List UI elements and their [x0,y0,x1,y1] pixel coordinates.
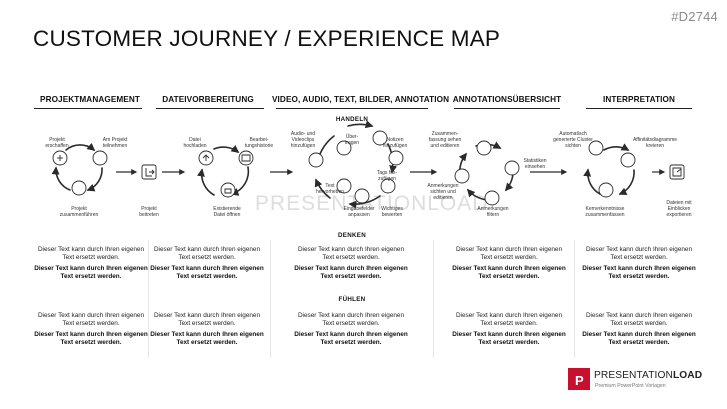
phase-projektmanagement: PROJEKTMANAGEMENT [40,95,140,104]
fuehlen-text-bold: Dieser Text kann durch Ihren eigenen Tex… [294,331,408,347]
denken-text: Dieser Text kann durch Ihren eigenen Tex… [297,246,405,262]
phase-rule [586,108,692,109]
row-label-handeln: HANDELN [335,116,369,123]
phase-interpretation: INTERPRETATION [602,95,676,104]
star-icon [380,178,396,194]
brand-logo-glyph: P [575,373,584,388]
fuehlen-text: Dieser Text kann durch Ihren eigenen Tex… [455,312,563,328]
cycle-arrow [583,168,601,195]
fuehlen-text: Dieser Text kann durch Ihren eigenen Tex… [37,312,145,328]
denken-text-bold: Dieser Text kann durch Ihren eigenen Tex… [452,265,566,281]
caption-wichtiges-bewerten: Wichtiges bewerten [381,206,403,218]
edit-icon [454,168,470,184]
denken-text-bold: Dieser Text kann durch Ihren eigenen Tex… [150,265,264,281]
chart-icon [504,160,520,176]
cycle-arrow [603,143,630,151]
phase-annotationsuebersicht: ANNOTATIONSÜBERSICHT [452,95,562,104]
denken-text-bold: Dieser Text kann durch Ihren eigenen Tex… [294,265,408,281]
fuehlen-text-bold: Dieser Text kann durch Ihren eigenen Tex… [150,331,264,347]
merge-icon [71,180,87,196]
caption-notizen-hinzufuegen: Notizen hinzufügen [382,137,408,149]
users-icon [92,150,108,166]
cycle-arrow [65,142,96,152]
row-label-fuehlen: FÜHLEN [338,296,366,303]
phase-rule [156,108,264,109]
caption-uebertragen: Über- tragen [344,134,360,146]
row-label-denken: DENKEN [338,232,366,239]
book-icon [238,150,254,166]
cycle-arrow [51,166,71,191]
caption-anmerkungen-filtern: Anmerkungen filtern [477,206,509,218]
summary-icon [476,140,492,156]
denken-text-bold: Dieser Text kann durch Ihren eigenen Tex… [582,265,696,281]
denken-text: Dieser Text kann durch Ihren eigenen Tex… [455,246,563,262]
caption-eingabefelder: Eingabefelder anpassen [343,206,375,218]
cycle-arrow [196,168,215,196]
caption-datei-oeffnen: Existierende Datei öffnen [213,206,241,218]
column-divider [270,240,271,358]
caption-text-hervorheben: Text hervorheben [315,183,345,195]
slide-id: #D2744 [671,9,718,24]
page-title: CUSTOMER JOURNEY / EXPERIENCE MAP [33,26,501,51]
phase-rule [34,108,142,109]
summary-icon [598,182,614,198]
fuehlen-text-bold: Dieser Text kann durch Ihren eigenen Tex… [452,331,566,347]
caption-am-projekt-teilnehmen: Am Projekt teilnehmen [102,137,128,149]
phase-rule [454,108,560,109]
caption-statistiken: Statistiken einsehen [523,158,547,170]
input-field-icon [354,188,370,204]
caption-projekt-zusammenfuehren: Projekt zusammenführen [59,206,99,218]
caption-projekt-beitreten: Projekt beitreten [139,206,159,218]
caption-datei-hochladen: Datei hochladen [183,137,207,149]
caption-tags-hinzufuegen: Tags hin- zufügen [376,170,398,182]
caption-projekt-erschaffen: Projekt erschaffen [45,137,69,149]
caption-anmerkungen-sichten: Anmerkungen sichten und editieren [427,183,459,201]
cycle-arrow [314,178,331,199]
column-divider [148,240,149,358]
brand-tagline: Premium PowerPoint Vorlagen [595,383,666,389]
denken-text: Dieser Text kann durch Ihren eigenen Tex… [37,246,145,262]
caption-cluster-sichten: Automatisch generierte Cluster sichten [553,131,593,149]
caption-bearbeitungshistorie: Bearbei- tungshistorie [244,137,274,149]
phase-rule [276,108,428,109]
column-divider [433,240,434,358]
fuehlen-text: Dieser Text kann durch Ihren eigenen Tex… [153,312,261,328]
cycle-arrow [213,144,240,153]
denken-text: Dieser Text kann durch Ihren eigenen Tex… [153,246,261,262]
transfer-icon [336,140,352,156]
tag-icon [388,150,404,166]
cluster-icon [588,140,604,156]
denken-text-bold: Dieser Text kann durch Ihren eigenen Tex… [34,265,148,281]
cycle-arrow [348,195,381,209]
note-icon [372,130,388,146]
cycle-arrow [86,167,103,192]
diagram-icon [620,152,636,168]
denken-text: Dieser Text kann durch Ihren eigenen Tex… [585,246,693,262]
cycle-arrow [618,169,635,195]
caption-clips-hinzufuegen: Audio- und Videoclips hinzufügen [290,131,316,149]
brand-name: PRESENTATIONLOAD [594,370,703,381]
audio-clip-icon [308,152,324,168]
caption-dateien-exportieren: Dateien mit Einblicken exportieren [666,200,692,218]
cycle-arrow [347,120,374,129]
phase-dateivorbereitung: DATEIVORBEREITUNG [162,95,254,104]
watermark: PRESENTATIONLOAD [255,192,489,215]
fuehlen-text-bold: Dieser Text kann durch Ihren eigenen Tex… [582,331,696,347]
fuehlen-text: Dieser Text kann durch Ihren eigenen Tex… [585,312,693,328]
caption-zusammenfassung: Zusammen- fassung sehen und editieren [428,131,462,149]
folder-open-icon [220,182,236,198]
phase-video-audio-text: VIDEO, AUDIO, TEXT, BILDER, ANNOTATION [272,95,450,104]
caption-kernerkenntnisse: Kernerkenntnisse zusammenfassen [585,206,625,218]
filter-icon [484,190,500,206]
caption-affinitaetsdiagramme: Affinitätsdiagramme kreieren [632,137,678,149]
brand-logo-icon [568,368,590,390]
fuehlen-text: Dieser Text kann durch Ihren eigenen Tex… [297,312,405,328]
column-divider [574,240,575,358]
text-highlight-icon [336,178,352,194]
fuehlen-text-bold: Dieser Text kann durch Ihren eigenen Tex… [34,331,148,347]
